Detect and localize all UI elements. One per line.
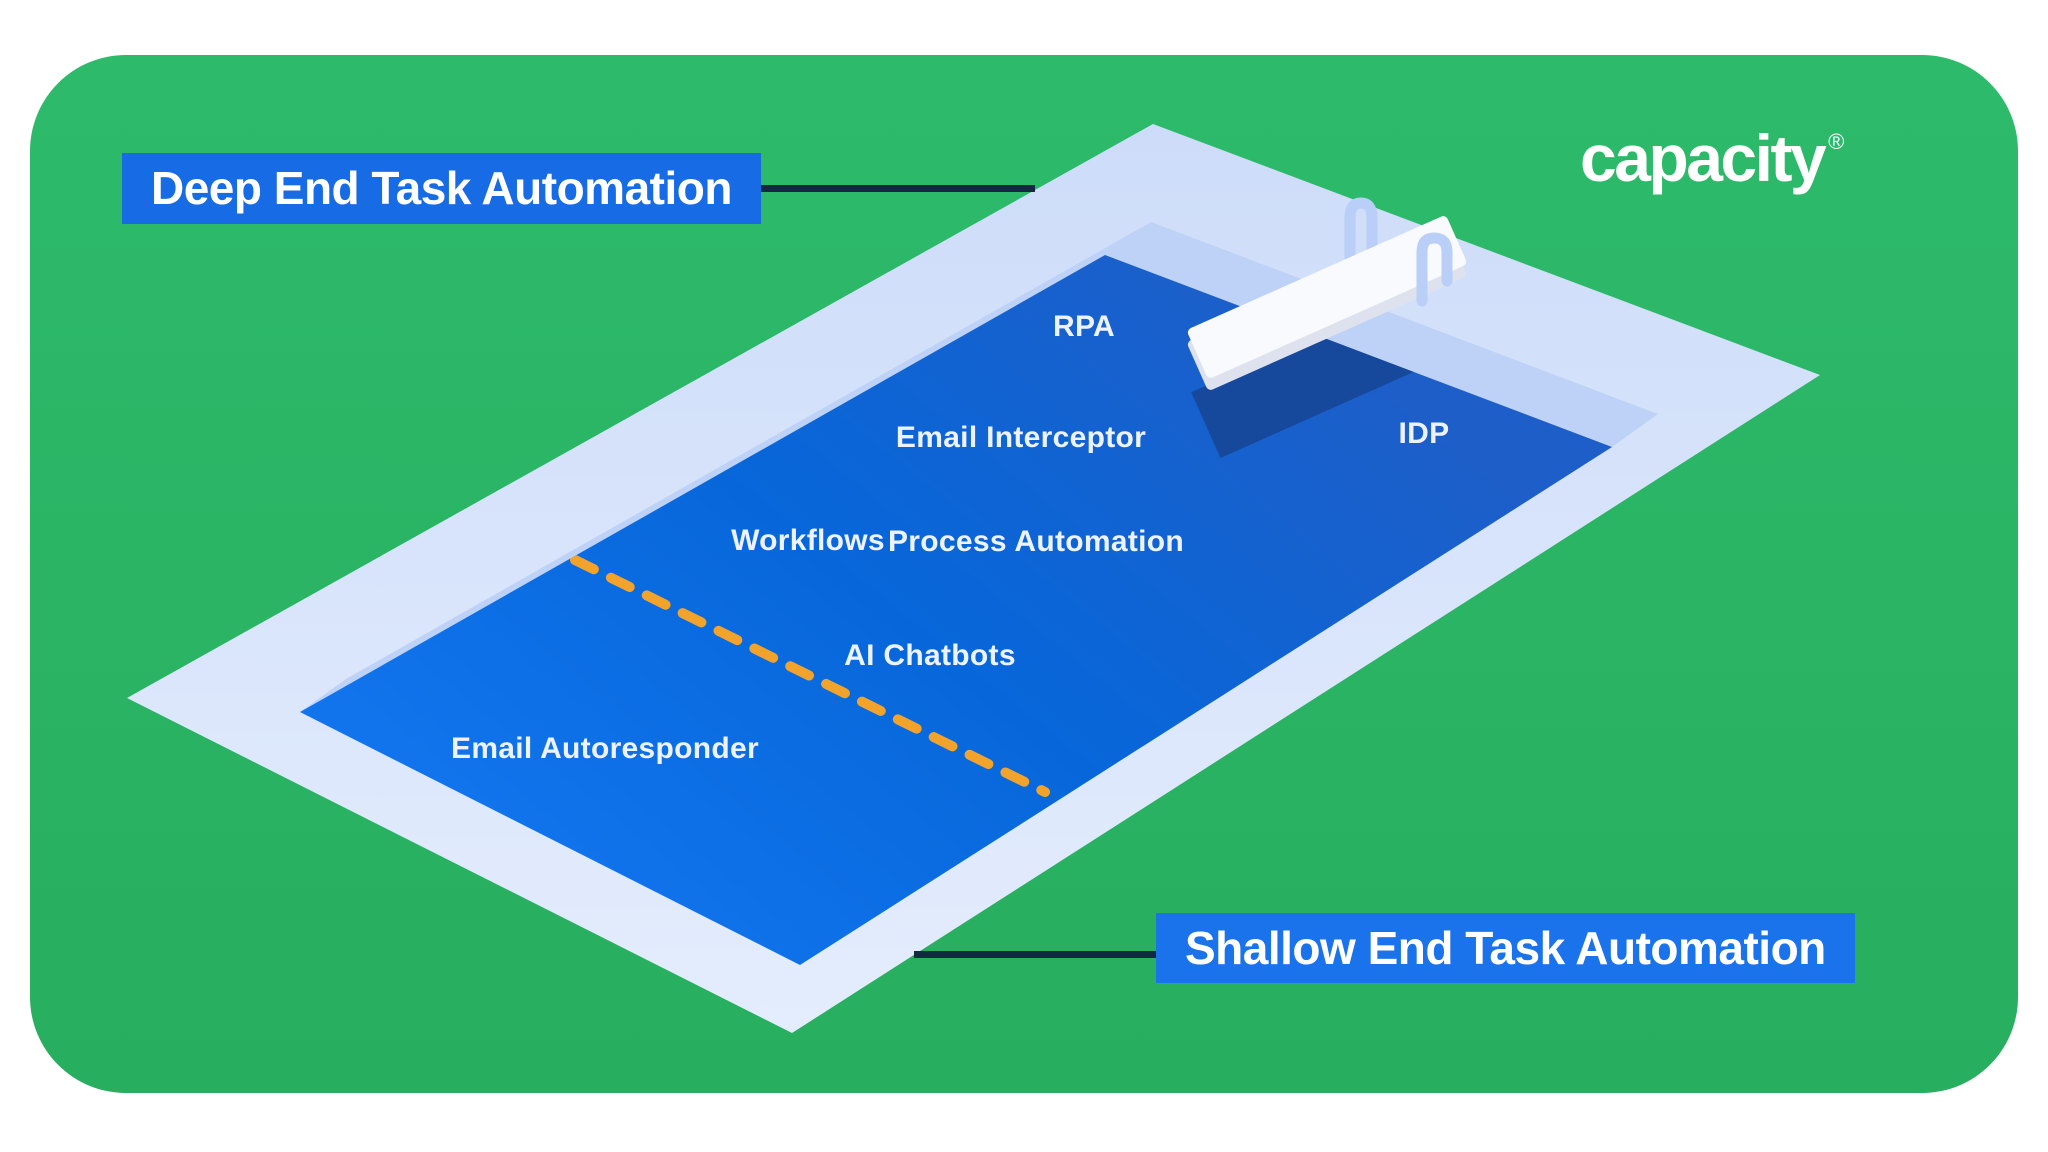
diving-board (1187, 216, 1467, 378)
handrail-back-icon (1344, 197, 1378, 278)
pool-wall-left (300, 222, 1151, 712)
pool-label-idp: IDP (1398, 417, 1450, 450)
pool-label-process-automation: Process Automation (887, 525, 1185, 558)
shallow-end-banner-label: Shallow End Task Automation (1185, 922, 1826, 974)
deep-end-banner-label: Deep End Task Automation (151, 162, 732, 214)
pool-label-ai-chatbots: AI Chatbots (844, 639, 1016, 672)
registered-trademark-icon: ® (1828, 129, 1845, 154)
deep-callout-connector-line (750, 185, 1035, 192)
pool-label-email-autoresponder: Email Autoresponder (451, 732, 759, 765)
pool-label-workflows: Workflows (731, 524, 885, 557)
shallow-callout-connector-line (914, 951, 1260, 958)
capacity-logo-text: capacity (1580, 121, 1827, 195)
capacity-logo: capacity® (1580, 120, 1844, 196)
pool-label-email-interceptor: Email Interceptor (895, 421, 1147, 454)
deep-end-banner: Deep End Task Automation (122, 153, 761, 224)
pool-water (300, 255, 1612, 965)
pool-label-rpa: RPA (1052, 310, 1116, 343)
deep-shallow-divider-dashed-line (570, 555, 1050, 797)
shallow-end-banner: Shallow End Task Automation (1156, 913, 1855, 983)
handrail-front-icon (1416, 232, 1453, 307)
pool-wall-right (1105, 222, 1658, 447)
